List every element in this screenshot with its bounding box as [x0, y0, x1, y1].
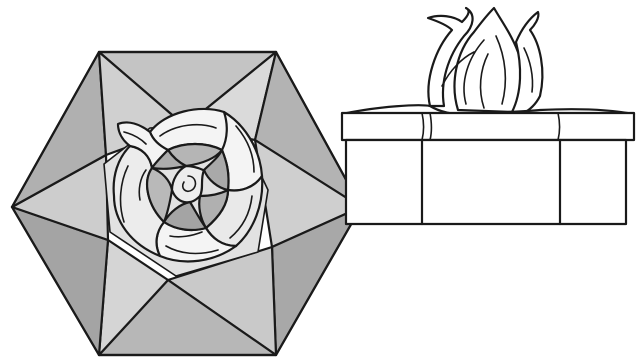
box-body [346, 140, 626, 224]
rose-side-view [342, 8, 634, 122]
box-lid [342, 113, 634, 140]
box-side-view [342, 8, 634, 224]
lid-front [342, 113, 634, 140]
hexagon-top-view [12, 52, 361, 355]
box-front [346, 140, 626, 224]
rose-top-view [114, 109, 263, 262]
